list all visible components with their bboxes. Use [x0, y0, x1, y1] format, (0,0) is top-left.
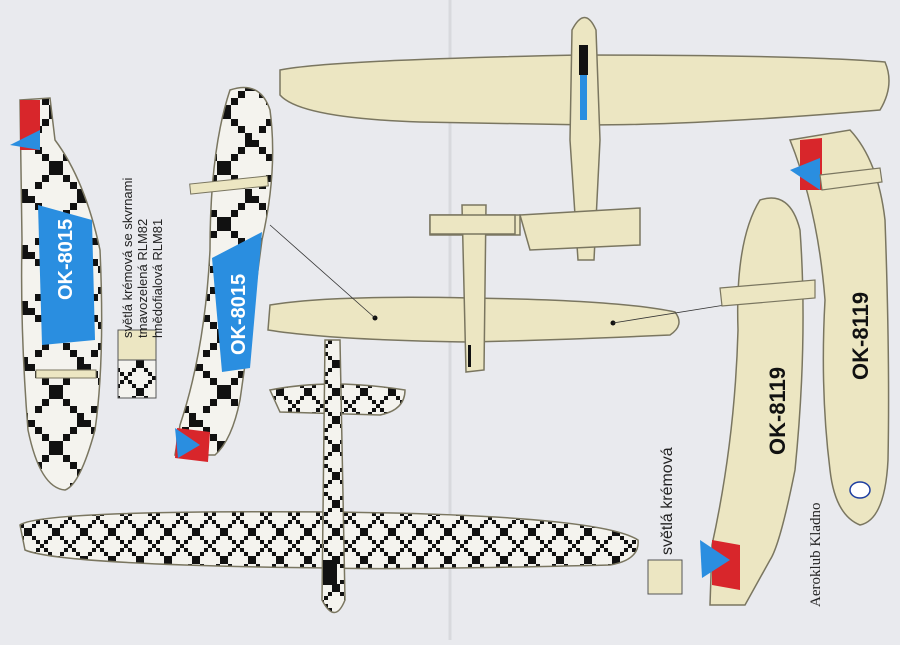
- glider-a-side-view-left: [10, 97, 103, 491]
- legend-swatch-pattern: [117, 359, 157, 399]
- legend-label-cream-spotted: světlá krémová se skvrnami: [120, 178, 135, 338]
- glider-a-side-view-right: [174, 86, 274, 462]
- glider-a-registration-right: OK-8015: [228, 274, 250, 355]
- glider-b-registration-left: OK-8119: [765, 367, 790, 455]
- legend-label-cream: světlá krémová: [659, 447, 676, 555]
- glider-a-blue-band: [38, 205, 95, 345]
- legend-label-color-2: hnědofialová RLM81: [150, 219, 165, 338]
- glider-b-top-view-2: [267, 204, 726, 373]
- glider-a-registration-left: OK-8015: [55, 219, 77, 300]
- legend-label-color-1: tmavozelená RLM82: [135, 219, 150, 338]
- glider-a-top-view: [19, 339, 639, 614]
- glider-a-blue-band-2: [212, 232, 262, 372]
- legend-swatch-cream: [647, 559, 683, 595]
- glider-b-side-view-right: [788, 129, 890, 526]
- glider-b-side-view-left: [700, 197, 816, 606]
- club-name: Aeroklub Kladno: [808, 502, 824, 607]
- glider-b-registration-right: OK-8119: [848, 292, 873, 380]
